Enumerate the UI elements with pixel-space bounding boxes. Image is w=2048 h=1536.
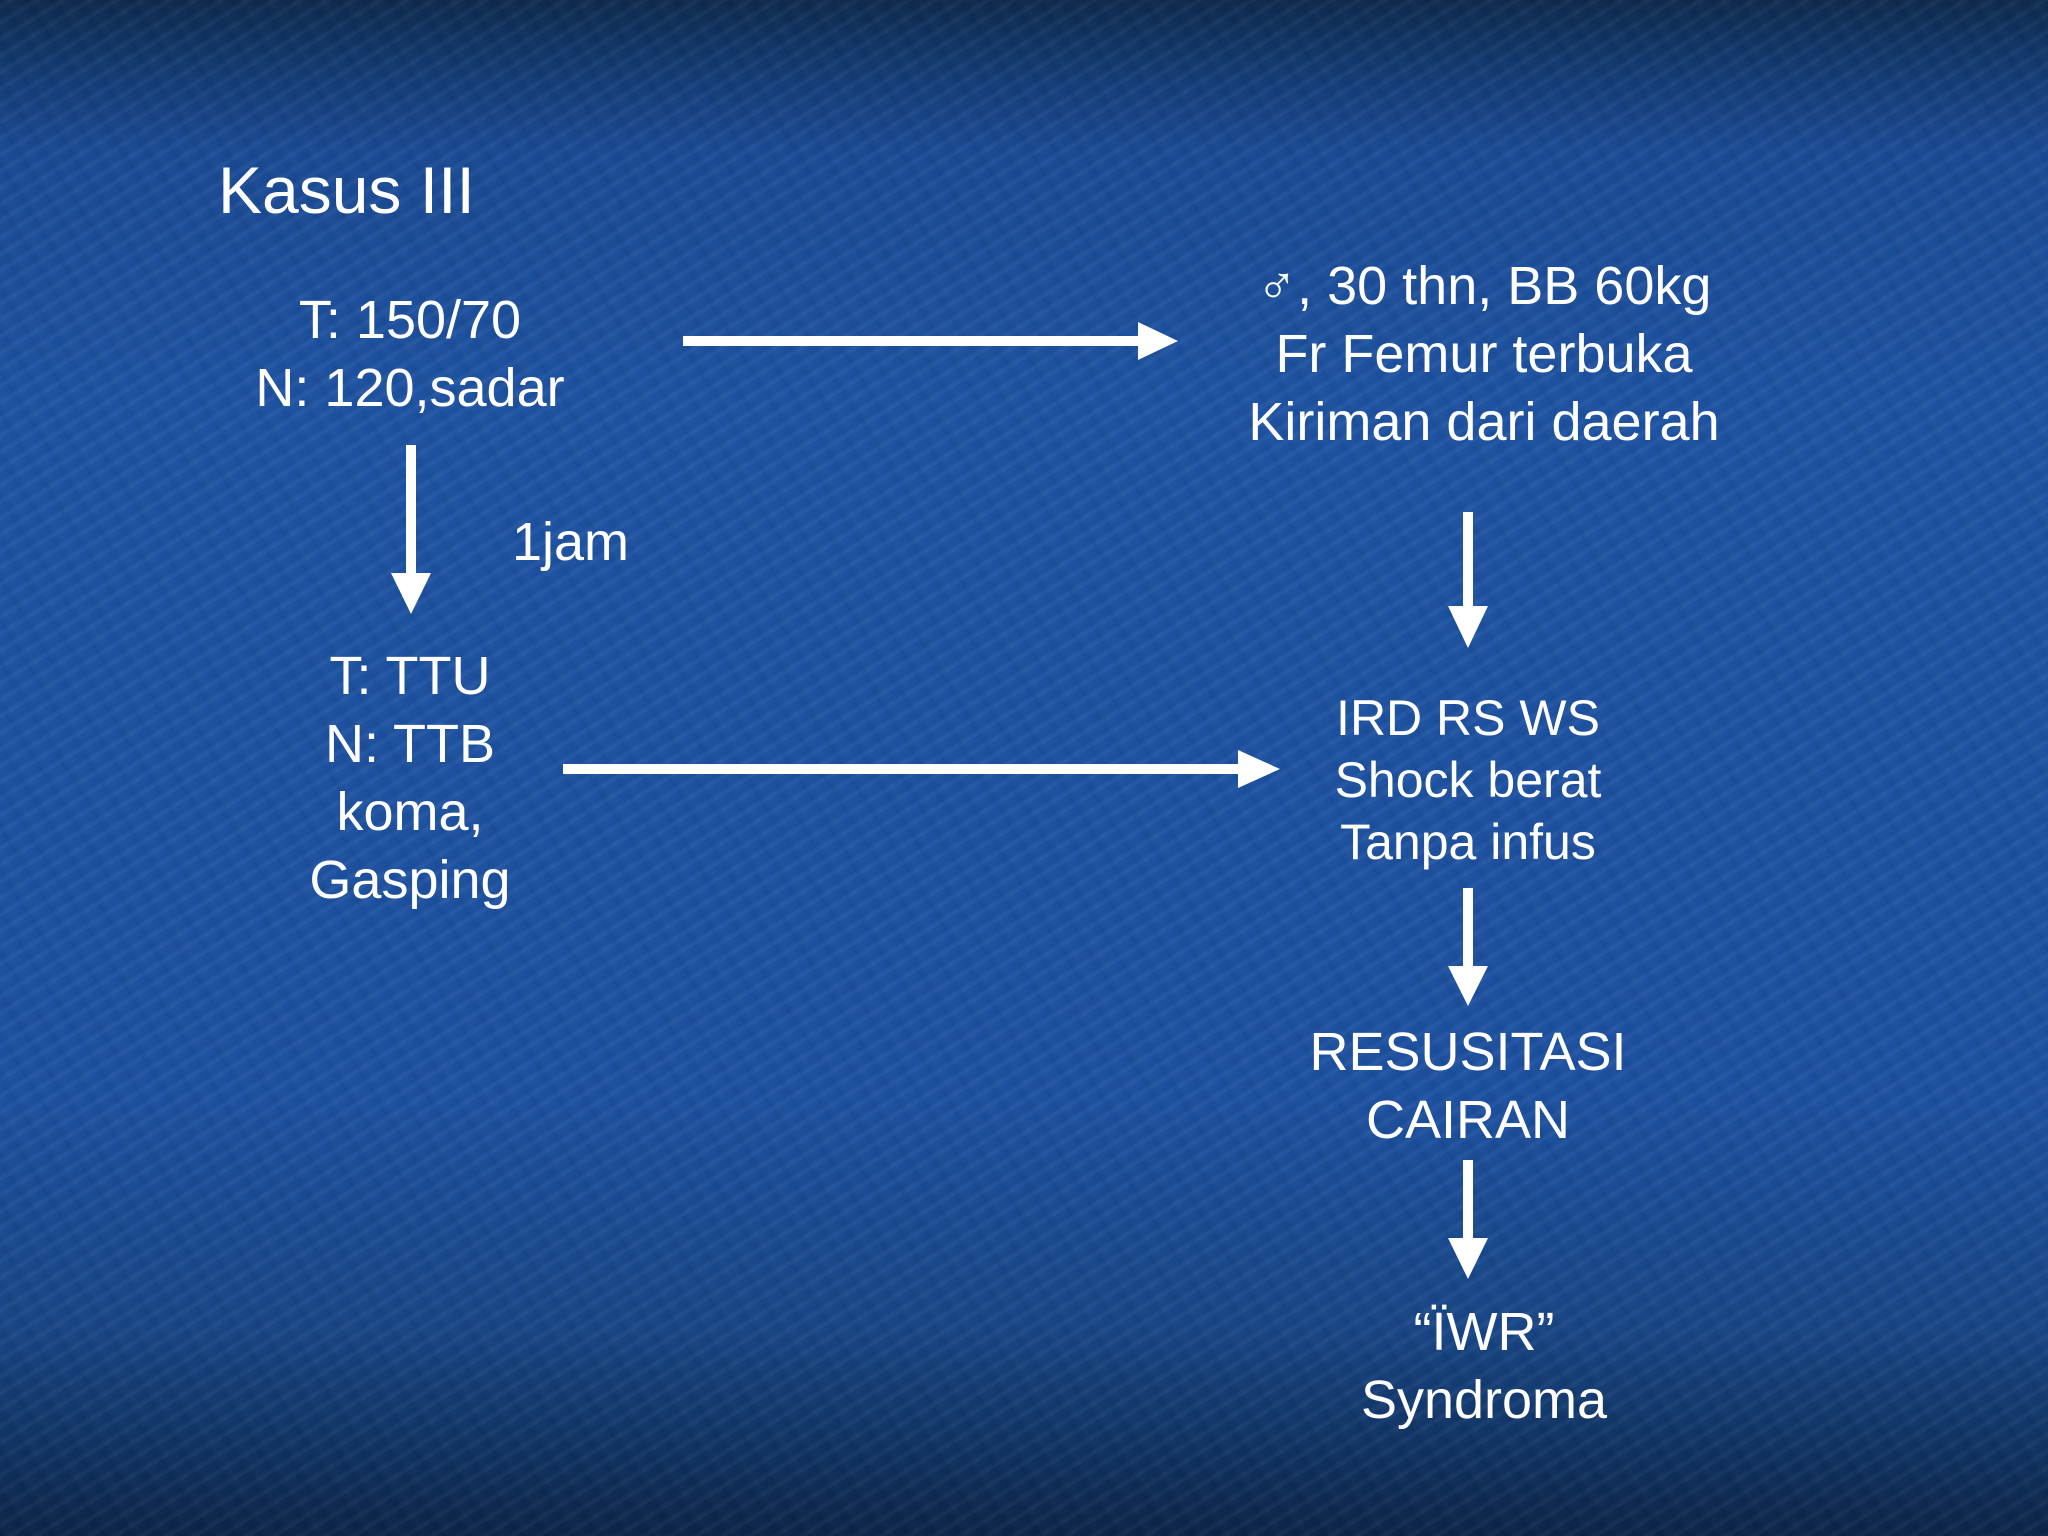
later-status-line-4: Gasping bbox=[309, 850, 511, 910]
patient-info: ♂, 30 thn, BB 60kg Fr Femur terbuka Kiri… bbox=[1184, 252, 1784, 456]
ird-status-line-1: IRD RS WS bbox=[1336, 690, 1600, 746]
syndrome-line-1: “ÏWR” bbox=[1413, 1302, 1555, 1362]
later-status: T: TTU N: TTB koma, Gasping bbox=[260, 642, 560, 914]
ird-status-line-2: Shock berat bbox=[1334, 752, 1602, 808]
time-label: 1jam bbox=[512, 512, 630, 572]
patient-info-line-1: ♂, 30 thn, BB 60kg bbox=[1256, 256, 1712, 316]
initial-vitals-line-2: N: 120,sadar bbox=[255, 358, 565, 418]
arrow-right-top bbox=[683, 322, 1178, 360]
later-status-line-3: koma, bbox=[336, 782, 484, 842]
syndrome-line-2: Syndroma bbox=[1360, 1370, 1608, 1430]
ird-status: IRD RS WS Shock berat Tanpa infus bbox=[1218, 687, 1718, 873]
resusitasi-line-2: CAIRAN bbox=[1365, 1090, 1571, 1150]
arrow-down-right-3 bbox=[1448, 1160, 1488, 1279]
resusitasi-line-1: RESUSITASI bbox=[1309, 1022, 1627, 1082]
arrow-down-left bbox=[391, 445, 431, 614]
ird-status-line-3: Tanpa infus bbox=[1340, 814, 1596, 870]
initial-vitals: T: 150/70 N: 120,sadar bbox=[210, 286, 610, 422]
resusitasi-block: RESUSITASI CAIRAN bbox=[1218, 1018, 1718, 1154]
patient-info-line-2: Fr Femur terbuka bbox=[1275, 324, 1693, 384]
arrow-down-right-1 bbox=[1448, 512, 1488, 648]
arrow-down-right-2 bbox=[1448, 888, 1488, 1006]
arrow-right-bottom bbox=[563, 750, 1280, 788]
later-status-line-1: T: TTU bbox=[329, 646, 491, 706]
syndrome-block: “ÏWR” Syndroma bbox=[1234, 1298, 1734, 1434]
initial-vitals-line-1: T: 150/70 bbox=[298, 290, 522, 350]
slide-title: Kasus III bbox=[218, 153, 475, 227]
later-status-line-2: N: TTB bbox=[324, 714, 495, 774]
patient-info-line-3: Kiriman dari daerah bbox=[1248, 392, 1720, 452]
